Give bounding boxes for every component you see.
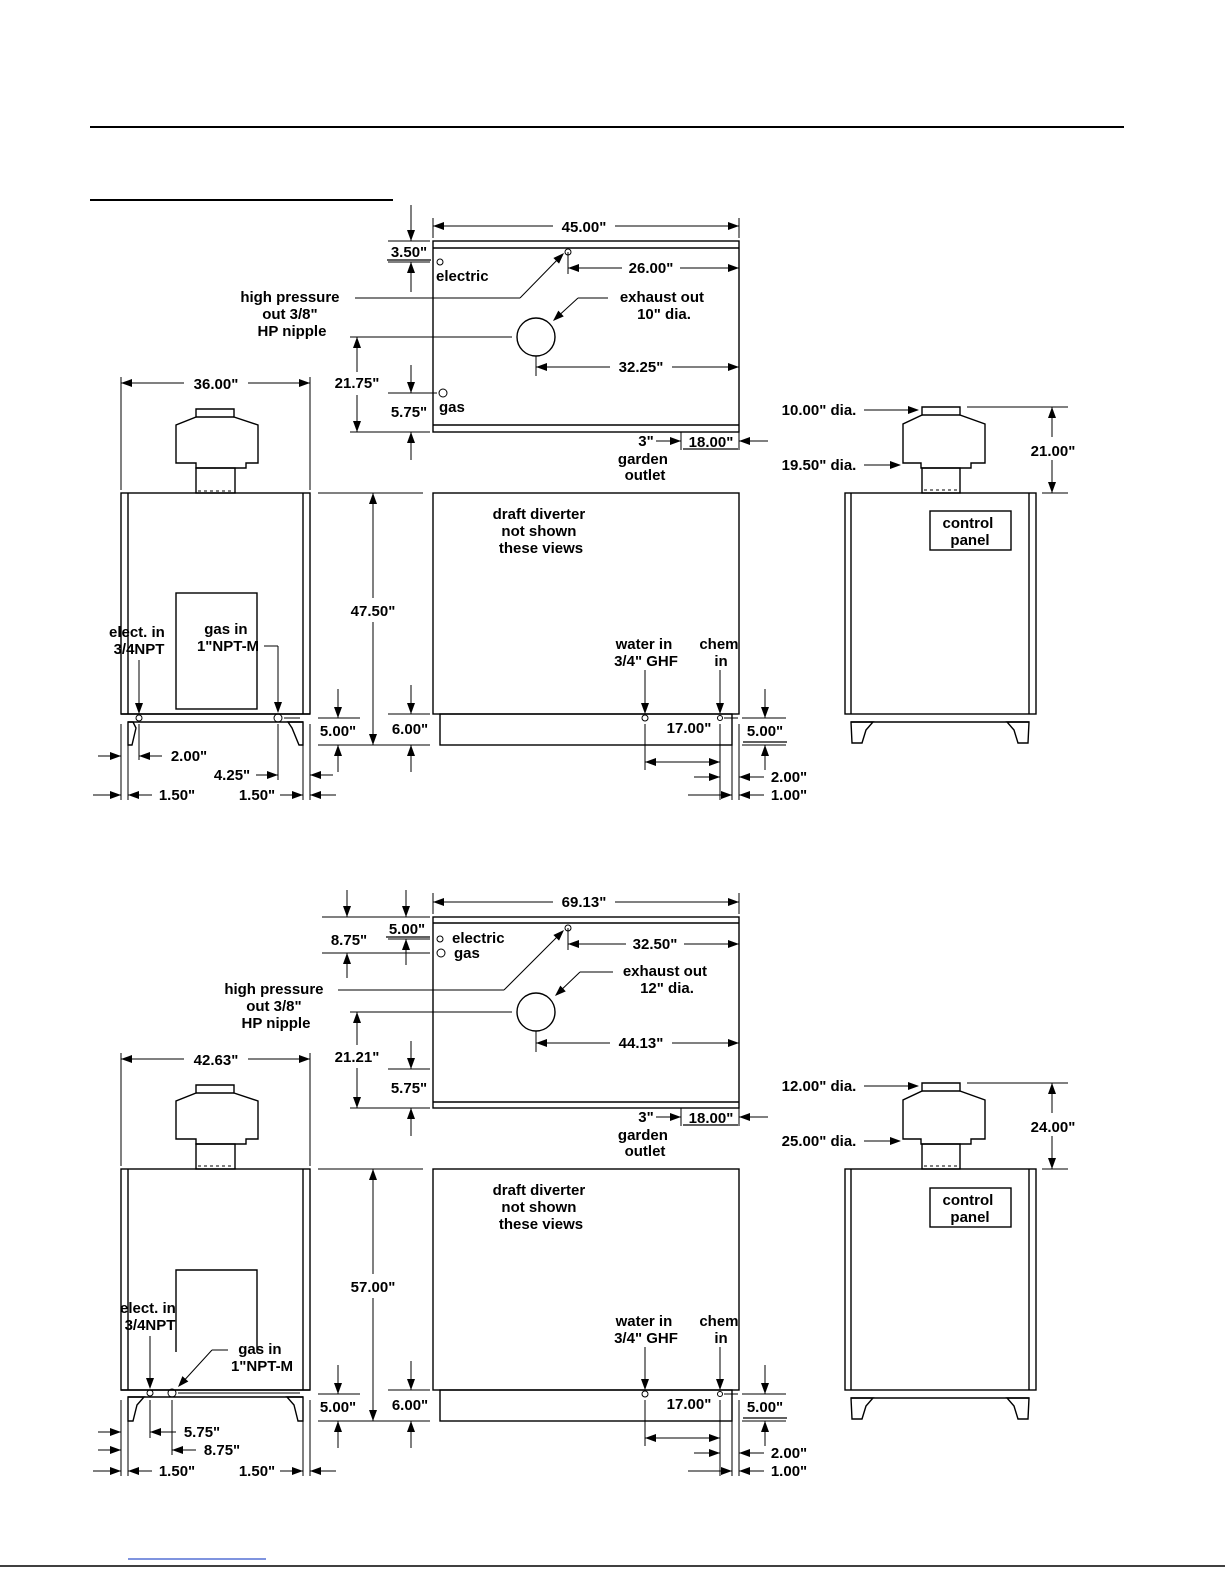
unit-b-gas-side-offset-dim: 8.75": [204, 1442, 240, 1459]
unit-b-hp-label: high pressure out 3/8" HP nipple: [224, 981, 327, 1032]
unit-a-side-view: [432, 492, 740, 746]
unit-b-elec-offset-dim: 5.75": [184, 1424, 220, 1441]
unit-a-width-dim: 45.00": [562, 219, 607, 236]
unit-b-top-view: [432, 916, 740, 1109]
unit-b-gas-port: [436, 948, 446, 958]
unit-a-exhaust-port: [516, 317, 556, 357]
unit-b-hp-depth-dim: 21.21": [335, 1049, 380, 1066]
unit-b-garden-offset-dim: 3": [638, 1109, 653, 1126]
unit-a-hp-label: high pressure out 3/8" HP nipple: [240, 289, 343, 340]
unit-a-exhaust-label: exhaust out 10" dia.: [620, 289, 708, 323]
unit-a-garden-right-dim: 18.00": [689, 434, 734, 451]
unit-a-elec-offset-dim: 2.00": [171, 748, 207, 765]
unit-a-garden-offset-dim: 3": [638, 433, 653, 450]
unit-b-bottom-offset-dim: 5.75": [391, 1080, 427, 1097]
unit-b-side-view: [432, 1168, 740, 1422]
unit-a-hood-dia-label: 19.50" dia.: [782, 457, 857, 474]
unit-b-exhaust-port: [516, 992, 556, 1032]
unit-a-side-conn-height-dim: 5.00": [747, 723, 783, 740]
unit-b-stack-height-dim: 24.00": [1031, 1119, 1076, 1136]
unit-a-garden-label: garden outlet: [618, 451, 672, 484]
unit-b-elect-in-label: elect. in 3/4NPT: [120, 1300, 180, 1334]
unit-b-drawing: electric gas 69.13" 8.75" 5.00" 32.50": [93, 890, 1075, 1480]
unit-b-rear-view: [844, 1082, 1037, 1420]
unit-b-width-dim: 69.13": [562, 894, 607, 911]
unit-b-water-in-label: water in 3/4" GHF: [614, 1313, 678, 1347]
unit-a-hp-offset-dim: 26.00": [629, 260, 674, 277]
unit-a-front-width-dim: 36.00": [194, 376, 239, 393]
unit-a-water-chem-dim: 17.00": [667, 720, 712, 737]
unit-b-electric-label: electric: [452, 930, 505, 947]
unit-b-front-view: [120, 1084, 311, 1422]
unit-a-front-conn-height-dim: 5.00": [320, 723, 356, 740]
unit-b-right-margin-dim: 1.50": [239, 1463, 275, 1480]
unit-a-electric-label: electric: [436, 268, 489, 285]
unit-a-elect-in-label: elect. in 3/4NPT: [109, 624, 169, 658]
unit-b-hood-dia-label: 25.00" dia.: [782, 1133, 857, 1150]
unit-a-chem-offset-dim: 2.00": [771, 769, 807, 786]
unit-a-water-in-label: water in 3/4" GHF: [614, 636, 678, 670]
unit-a-gas-label: gas: [439, 399, 465, 416]
unit-a-electric-port: [436, 258, 444, 266]
unit-a-drawing: electric gas 45.00" 3.50" 26.00" high pr…: [93, 205, 1075, 804]
unit-b-chem-in-label: chem in: [699, 1313, 742, 1347]
unit-a-hp-depth-dim: 21.75": [335, 375, 380, 392]
unit-b-gas-in-label: gas in 1"NPT-M: [231, 1341, 293, 1375]
unit-a-gas-offset-dim: 5.75": [391, 404, 427, 421]
unit-b-front-width-dim: 42.63": [194, 1052, 239, 1069]
unit-a-right-margin-dim: 1.50": [239, 787, 275, 804]
unit-b-flue-dia-label: 12.00" dia.: [782, 1078, 857, 1095]
unit-a-gas-side-offset-dim: 4.25": [214, 767, 250, 784]
unit-a-gas-in-label: gas in 1"NPT-M: [197, 621, 259, 655]
unit-b-cabinet-height-dim: 57.00": [351, 1279, 396, 1296]
unit-b-side-conn-height-dim: 5.00": [747, 1399, 783, 1416]
unit-b-draft-note: draft diverter not shown these views: [493, 1182, 590, 1233]
unit-a-flue-dia-label: 10.00" dia.: [782, 402, 857, 419]
unit-b-garden-right-dim: 18.00": [689, 1110, 734, 1127]
unit-b-base-height-dim: 6.00": [392, 1397, 428, 1414]
unit-a-cabinet-height-dim: 47.50": [351, 603, 396, 620]
unit-a-rear-view: [844, 406, 1037, 744]
unit-a-base-height-dim: 6.00": [392, 721, 428, 738]
unit-b-hp-offset-dim: 32.50": [633, 936, 678, 953]
unit-b-front-conn-height-dim: 5.00": [320, 1399, 356, 1416]
unit-b-left-margin-dim: 1.50": [159, 1463, 195, 1480]
unit-a-front-view: [120, 408, 311, 746]
unit-b-electric-port: [436, 935, 444, 943]
unit-b-top-margin-dim: 5.00": [389, 921, 425, 938]
unit-a-chem-in-label: chem in: [699, 636, 742, 670]
unit-b-control-panel-label: control panel: [942, 1192, 997, 1226]
unit-b-water-chem-dim: 17.00": [667, 1396, 712, 1413]
unit-a-top-margin-dim: 3.50": [391, 244, 427, 261]
unit-a-control-panel-label: control panel: [942, 515, 997, 549]
unit-b-exhaust-offset-dim: 44.13": [619, 1035, 664, 1052]
unit-a-side-margin-dim: 1.00": [771, 787, 807, 804]
unit-b-gas-top-dim: 8.75": [331, 932, 367, 949]
unit-a-gas-port: [438, 388, 448, 398]
unit-a-exhaust-offset-dim: 32.25": [619, 359, 664, 376]
unit-b-side-margin-dim: 1.00": [771, 1463, 807, 1480]
unit-b-gas-label: gas: [454, 945, 480, 962]
unit-b-chem-offset-dim: 2.00": [771, 1445, 807, 1462]
unit-b-exhaust-label: exhaust out 12" dia.: [623, 963, 711, 997]
unit-a-left-margin-dim: 1.50": [159, 787, 195, 804]
unit-a-stack-height-dim: 21.00": [1031, 443, 1076, 460]
unit-b-garden-label: garden outlet: [618, 1127, 672, 1160]
unit-a-draft-note: draft diverter not shown these views: [493, 506, 590, 557]
